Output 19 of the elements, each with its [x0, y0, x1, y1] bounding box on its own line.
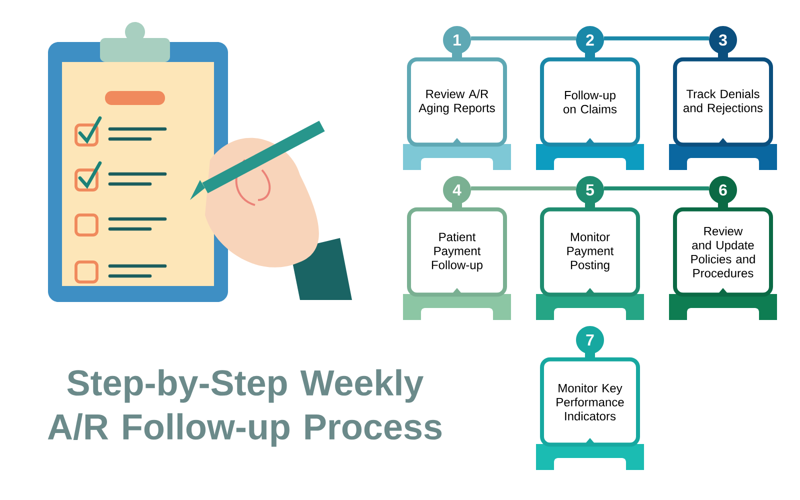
node-label: 1 [454, 34, 462, 46]
step-card: Follow-up on Claims 2 [536, 26, 644, 174]
step-card: Monitor Key Performance Indicators 7 [536, 326, 644, 474]
connector-line [471, 186, 576, 190]
node-label: 5 [586, 184, 594, 196]
title: Step-by-Step Weekly A/R Follow-up Process [48, 369, 442, 447]
connector-line [604, 36, 709, 40]
node-label: 7 [586, 334, 594, 346]
step-card: Track Denials and Rejections 3 [669, 26, 777, 174]
connector-line [604, 186, 709, 190]
step-card: Review A/R Aging Reports 1 [403, 26, 511, 174]
node-label: 2 [586, 34, 594, 46]
step-card: Patient Payment Follow-up 4 [403, 176, 511, 324]
node-label: 4 [452, 184, 462, 196]
connector-line [471, 36, 576, 40]
node-label: 6 [719, 184, 727, 196]
step-card: Review and Update Policies and Procedures 6 [669, 176, 777, 324]
node-label: 3 [718, 34, 727, 46]
step-card: Monitor Payment Posting 5 [536, 176, 644, 324]
